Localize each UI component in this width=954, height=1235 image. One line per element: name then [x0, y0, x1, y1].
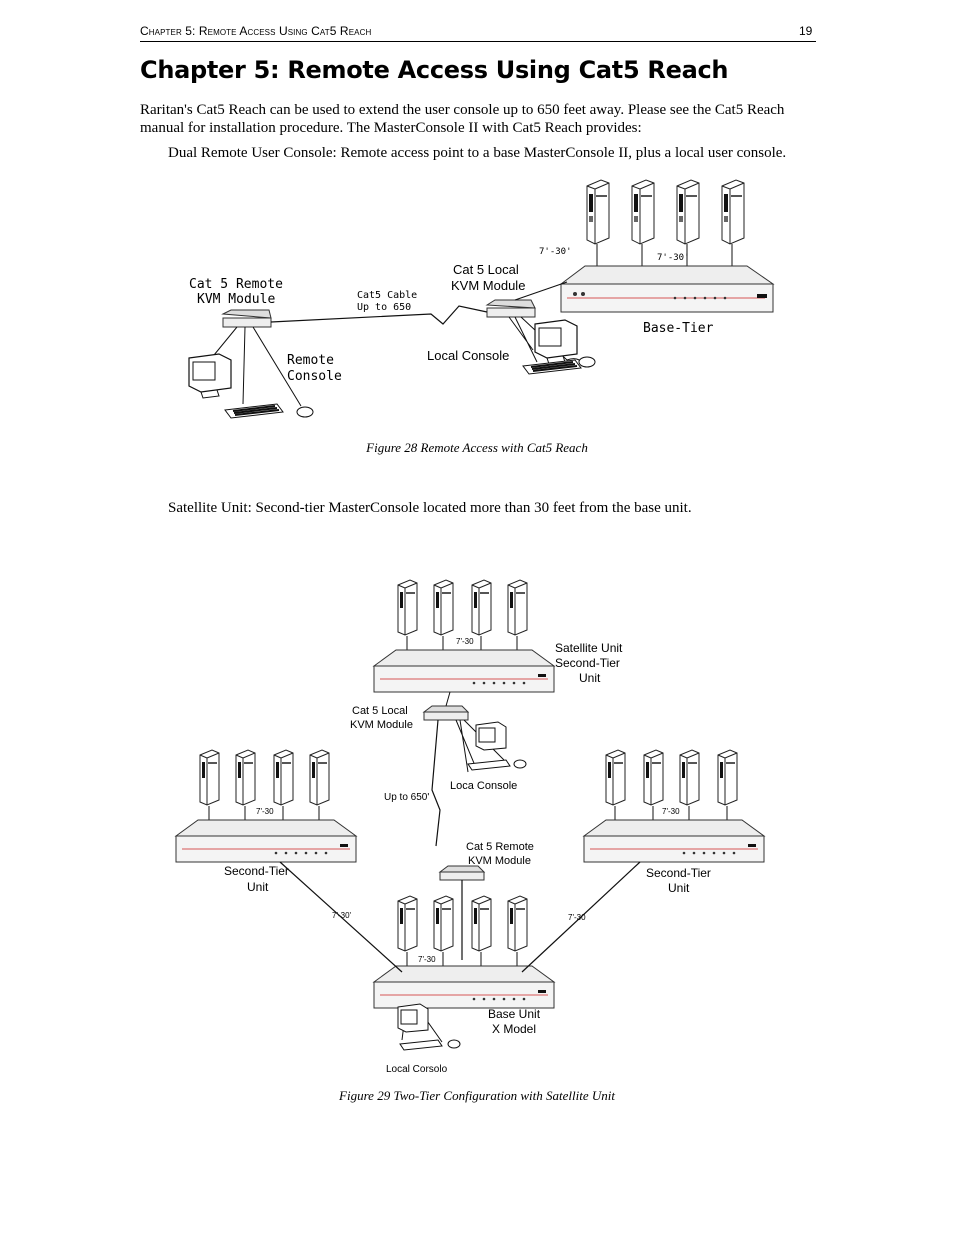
figure-29-diagram: Satellite Unit Second-Tier Unit Cat 5 Lo… — [175, 579, 765, 1075]
label-local-module: KVM Module — [451, 278, 525, 293]
label-remote-module: Cat 5 Remote — [189, 277, 283, 292]
local-kvm-module-icon — [485, 299, 536, 318]
label-local-console: Local Corsolo — [386, 1064, 448, 1075]
label-distance: 7'-30 — [456, 637, 474, 646]
label-local-module: Cat 5 Local — [352, 705, 408, 717]
feature-dual-remote: Dual Remote User Console: Remote access … — [168, 145, 787, 161]
local-kvm-module-icon — [423, 705, 469, 721]
monitor-icon — [534, 319, 578, 365]
server-tower-icon — [471, 579, 492, 636]
label-remote-module: KVM Module — [468, 855, 531, 867]
label-distance: 7'-30' — [539, 247, 572, 257]
figure-29-caption: Figure 29 Two-Tier Configuration with Sa… — [339, 1088, 615, 1103]
monitor-icon — [397, 1003, 429, 1033]
label-distance: 7'-30' — [332, 911, 352, 920]
label-local-console: Local Console — [427, 348, 509, 363]
remote-kvm-module-icon — [221, 309, 272, 328]
label-second-tier-right: Second-Tier — [646, 866, 711, 880]
remote-kvm-module-icon — [439, 865, 485, 881]
page-number: 19 — [799, 24, 813, 38]
label-satellite: Satellite Unit — [555, 641, 623, 655]
server-tower-icon — [507, 895, 528, 952]
server-tower-icon — [721, 179, 745, 245]
server-tower-icon — [235, 749, 256, 806]
server-tower-icon — [397, 579, 418, 636]
label-local-console: Loca Console — [450, 780, 517, 792]
monitor-icon — [188, 353, 232, 399]
label-base-unit: X Model — [492, 1022, 536, 1036]
label-second-tier-left: Unit — [247, 880, 269, 894]
label-distance: 7'-30 — [568, 913, 586, 922]
label-base-unit: Base Unit — [488, 1007, 541, 1021]
second-tier-unit-icon — [175, 819, 357, 863]
server-tower-icon — [676, 179, 700, 245]
server-tower-icon — [273, 749, 294, 806]
intro-paragraph: Raritan's Cat5 Reach can be used to exte… — [140, 102, 785, 136]
server-tower-icon — [631, 179, 655, 245]
label-remote-console: Console — [287, 369, 342, 384]
label-second-tier-left: Second-Tier — [224, 864, 289, 878]
label-distance: 7'-30 — [256, 807, 274, 816]
label-remote-console: Remote — [287, 353, 334, 368]
label-cable: Up to 650 — [357, 302, 411, 313]
label-distance: 7'-30 — [662, 807, 680, 816]
mouse-icon — [578, 356, 596, 368]
label-remote-module: KVM Module — [197, 292, 275, 307]
header-rule — [140, 41, 816, 42]
server-tower-icon — [717, 749, 738, 806]
label-local-module: KVM Module — [350, 719, 413, 731]
label-distance: 7'-30' — [657, 253, 690, 263]
feature-satellite-unit: Satellite Unit: Second-tier MasterConsol… — [168, 500, 692, 516]
label-up-to: Up to 650' — [384, 792, 429, 803]
mouse-icon — [296, 406, 314, 418]
server-tower-icon — [471, 895, 492, 952]
second-tier-unit-icon — [583, 819, 765, 863]
server-tower-icon — [643, 749, 664, 806]
mouse-icon — [513, 759, 527, 769]
monitor-icon — [475, 721, 507, 751]
label-cable: Cat5 Cable — [357, 290, 417, 301]
server-tower-icon — [433, 895, 454, 952]
server-tower-icon — [507, 579, 528, 636]
chapter-title: Chapter 5: Remote Access Using Cat5 Reac… — [140, 56, 729, 84]
server-tower-icon — [397, 895, 418, 952]
server-tower-icon — [586, 179, 610, 245]
label-local-module: Cat 5 Local — [453, 262, 519, 277]
satellite-unit-icon — [373, 649, 555, 693]
keyboard-icon — [224, 403, 284, 419]
keyboard-icon — [467, 759, 511, 771]
figure-28-diagram: Cat 5 Remote KVM Module Cat5 Cable Up to… — [188, 179, 775, 419]
server-tower-icon — [679, 749, 700, 806]
figure-28-caption: Figure 28 Remote Access with Cat5 Reach — [366, 440, 588, 455]
label-remote-module: Cat 5 Remote — [466, 841, 534, 853]
server-tower-icon — [309, 749, 330, 806]
label-satellite: Unit — [579, 671, 601, 685]
base-unit-icon — [373, 965, 555, 1009]
server-tower-icon — [433, 579, 454, 636]
label-base-tier: Base-Tier — [643, 321, 714, 336]
running-head: Chapter 5: Remote Access Using Cat5 Reac… — [140, 24, 372, 38]
mouse-icon — [447, 1039, 461, 1049]
label-second-tier-right: Unit — [668, 881, 690, 895]
keyboard-icon — [522, 359, 582, 375]
label-distance: 7'-30 — [418, 955, 436, 964]
keyboard-icon — [399, 1039, 443, 1051]
base-tier-unit-icon — [559, 265, 775, 313]
label-satellite: Second-Tier — [555, 656, 620, 670]
server-tower-icon — [199, 749, 220, 806]
server-tower-icon — [605, 749, 626, 806]
